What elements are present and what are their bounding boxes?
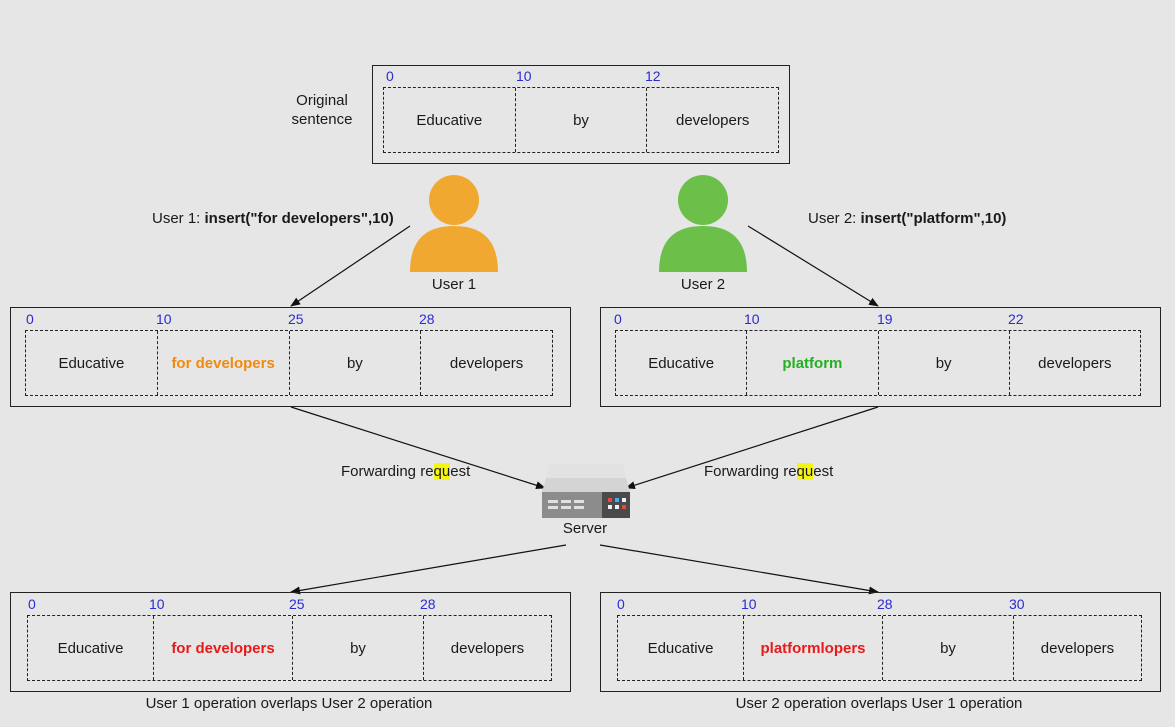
server-label: Server — [562, 520, 608, 537]
highlight: qu — [433, 463, 451, 480]
user2-local-document: 0 10 19 22 Educative platform by develop… — [600, 307, 1161, 407]
text: Forwarding re — [704, 463, 797, 480]
text: Forwarding re — [341, 463, 434, 480]
forwarding-request-left: Forwarding request — [341, 463, 470, 480]
sentence-cells: Educative platform by developers — [615, 330, 1141, 396]
inserted-cell: for developers — [158, 331, 290, 395]
index-label: 19 — [877, 311, 893, 327]
arrow-server-to-left — [290, 544, 567, 595]
index-label: 28 — [420, 596, 436, 612]
index-label: 0 — [614, 311, 622, 327]
index-label: 10 — [741, 596, 757, 612]
text: est — [813, 463, 834, 480]
server-icon — [542, 464, 630, 518]
cell: Educative — [618, 616, 744, 680]
user2-final-document: 0 10 28 30 Educative platformlopers by d… — [600, 592, 1161, 692]
highlight: qu — [796, 463, 814, 480]
index-label: 10 — [744, 311, 760, 327]
bottom-right-caption: User 2 operation overlaps User 1 operati… — [735, 695, 1023, 712]
user1-local-document: 0 10 25 28 Educative for developers by d… — [10, 307, 571, 407]
index-label: 30 — [1009, 596, 1025, 612]
cell: by — [290, 331, 422, 395]
cell: Educative — [384, 88, 516, 152]
index-label: 10 — [516, 68, 532, 84]
user1-operation: User 1: insert("for developers",10) — [152, 210, 394, 227]
cell: by — [293, 616, 424, 680]
cell: Educative — [616, 331, 748, 395]
user2-name: User 2 — [680, 276, 726, 293]
cell: Educative — [26, 331, 158, 395]
user2-op-call: insert("platform",10) — [860, 210, 1007, 227]
user1-avatar-icon — [410, 175, 498, 272]
user2-avatar-icon — [659, 175, 747, 272]
user2-operation: User 2: insert("platform",10) — [808, 210, 1006, 227]
cell: Educative — [28, 616, 154, 680]
arrow-left-doc-to-server — [290, 406, 546, 490]
index-label: 28 — [419, 311, 435, 327]
user1-op-call: insert("for developers",10) — [204, 210, 394, 227]
index-label: 22 — [1008, 311, 1024, 327]
arrow-server-to-right — [599, 544, 879, 595]
index-label: 0 — [26, 311, 34, 327]
index-label: 0 — [386, 68, 394, 84]
cell: developers — [449, 354, 524, 372]
index-label: 0 — [617, 596, 625, 612]
arrow-right-doc-to-server — [625, 406, 879, 490]
user1-final-document: 0 10 25 28 Educative for developers by d… — [10, 592, 571, 692]
original-sentence-label: Original sentence — [291, 92, 353, 128]
index-label: 10 — [156, 311, 172, 327]
sentence-cells: Educative for developers by developers — [25, 330, 553, 396]
cell: developers — [1038, 354, 1112, 372]
index-label: 12 — [645, 68, 661, 84]
cell: by — [516, 88, 648, 152]
bottom-left-caption: User 1 operation overlaps User 2 operati… — [145, 695, 433, 712]
cell: developers — [450, 639, 525, 657]
arrow-user1-to-doc — [290, 225, 411, 307]
forwarding-request-right: Forwarding request — [704, 463, 833, 480]
overlapping-cell: platformlopers — [744, 616, 883, 680]
index-label: 25 — [289, 596, 305, 612]
sentence-cells: Educative by developers — [383, 87, 779, 153]
overlapping-cell: for developers — [154, 616, 293, 680]
cell: by — [883, 616, 1014, 680]
text: est — [450, 463, 471, 480]
cell: developers — [675, 111, 750, 129]
sentence-cells: Educative for developers by developers — [27, 615, 552, 681]
inserted-cell: platform — [747, 331, 879, 395]
index-label: 10 — [149, 596, 165, 612]
sentence-cells: Educative platformlopers by developers — [617, 615, 1142, 681]
original-sentence-box: 0 10 12 Educative by developers — [372, 65, 790, 164]
user1-op-prefix: User 1: — [152, 210, 205, 227]
cell: developers — [1040, 639, 1115, 657]
index-label: 28 — [877, 596, 893, 612]
index-label: 0 — [28, 596, 36, 612]
user2-op-prefix: User 2: — [808, 210, 861, 227]
index-label: 25 — [288, 311, 304, 327]
cell: by — [879, 331, 1010, 395]
user1-name: User 1 — [431, 276, 477, 293]
arrow-user2-to-doc — [747, 225, 879, 307]
